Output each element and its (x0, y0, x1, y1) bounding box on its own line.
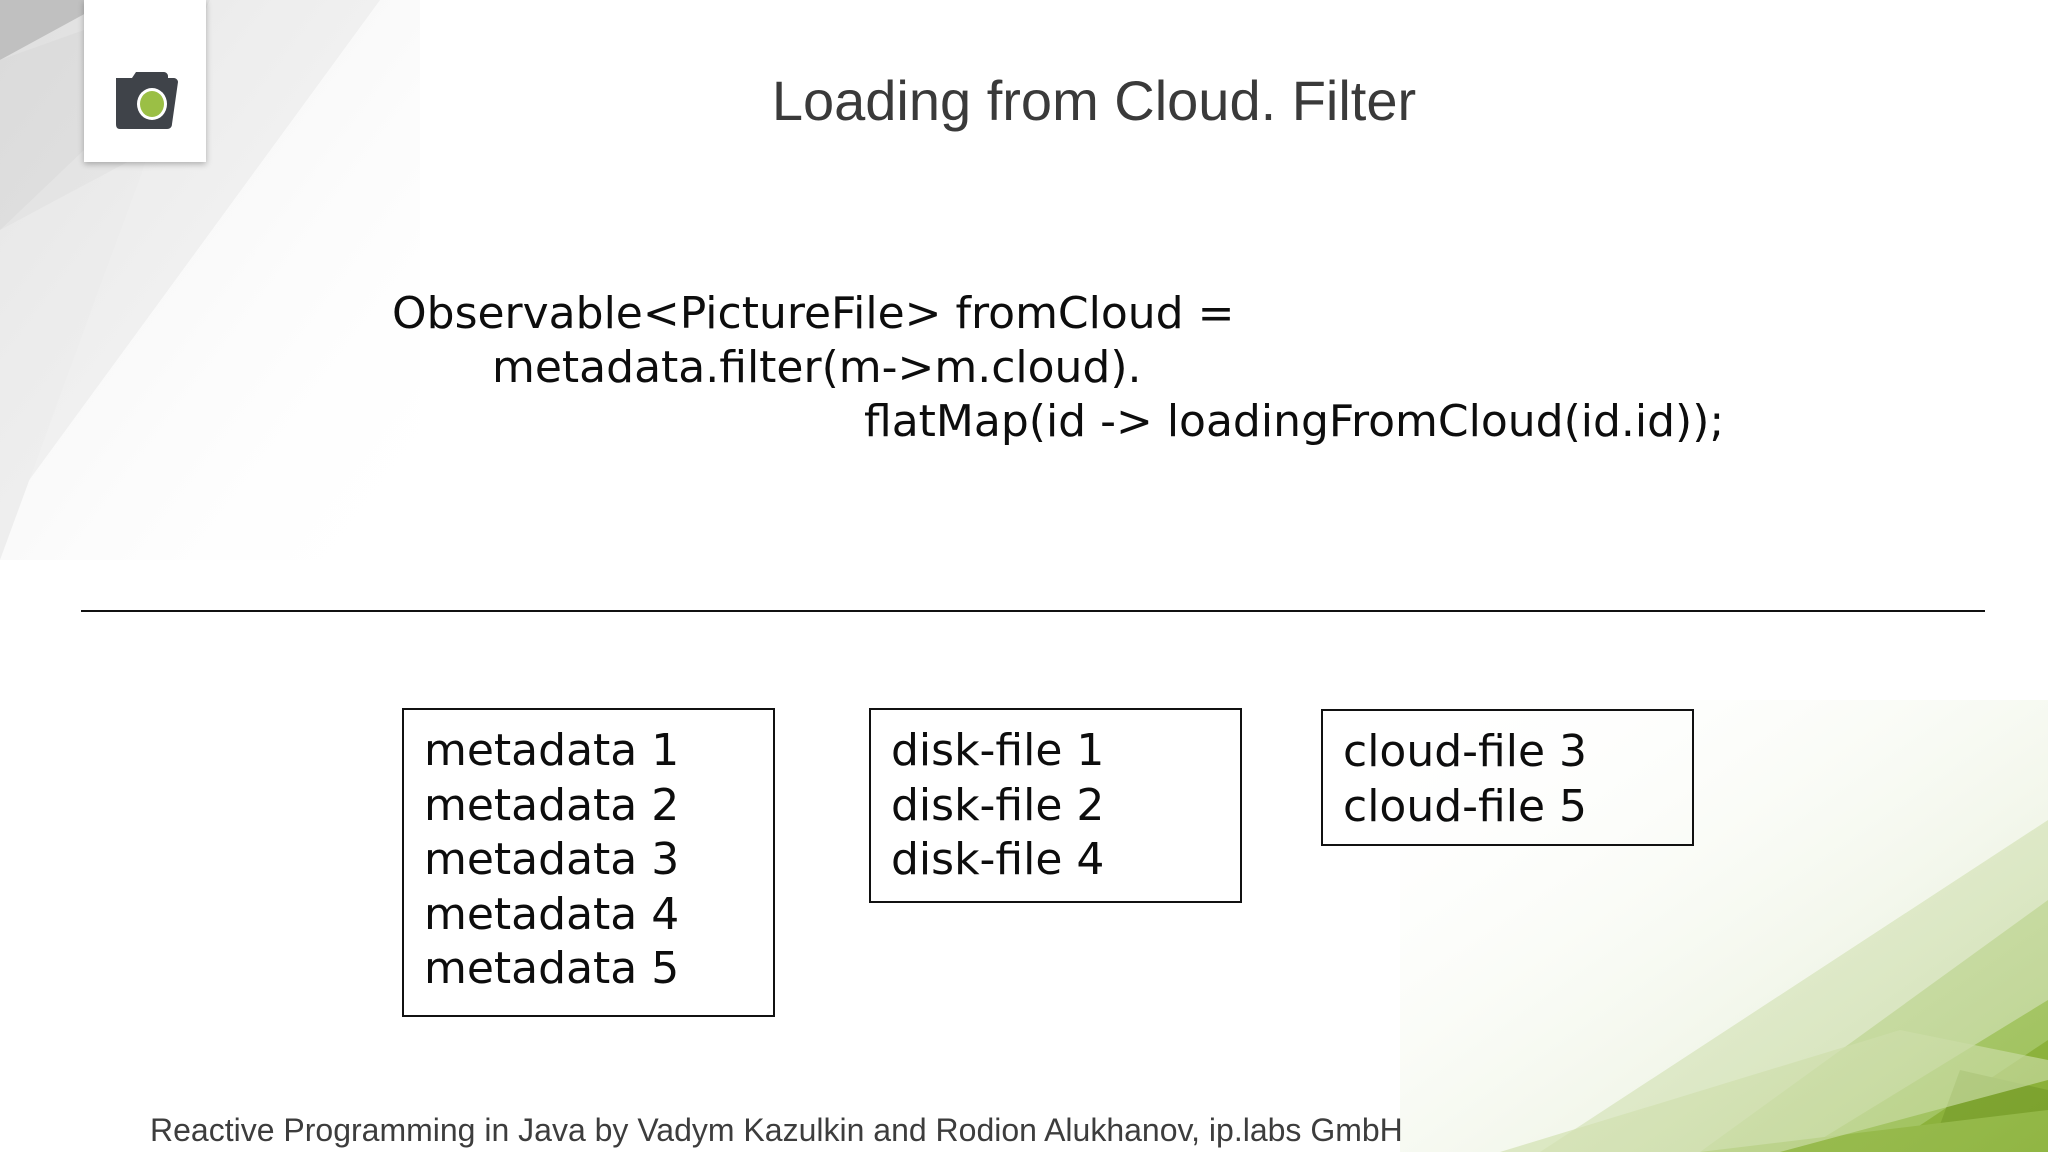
metadata-item: metadata 3 (424, 834, 680, 885)
code-line: metadata.filter(m->m.cloud). (492, 342, 1142, 393)
metadata-box: metadata 1 metadata 2 metadata 3 metadat… (402, 708, 775, 1017)
metadata-item: metadata 1 (424, 725, 680, 776)
cloud-file-item: cloud-file 5 (1343, 780, 1588, 832)
code-line: Observable<PictureFile> fromCloud = (392, 288, 1235, 339)
slide-footer: Reactive Programming in Java by Vadym Ka… (150, 1112, 1403, 1148)
divider-line (81, 610, 1985, 612)
logo-card (84, 0, 206, 162)
metadata-item: metadata 5 (424, 943, 680, 994)
slide-title: Loading from Cloud. Filter (771, 69, 1417, 132)
cloud-file-item: cloud-file 3 (1343, 726, 1588, 777)
metadata-item: metadata 2 (424, 779, 680, 831)
cloud-file-box: cloud-file 3 cloud-file 5 (1321, 709, 1694, 846)
disk-file-box: disk-file 1 disk-file 2 disk-file 4 (869, 708, 1242, 903)
disk-file-item: disk-file 1 (891, 725, 1105, 776)
disk-file-item: disk-file 2 (891, 779, 1105, 831)
metadata-item: metadata 4 (424, 888, 680, 940)
code-line: flatMap(id -> loadingFromCloud(id.id)); (864, 396, 1725, 447)
camera-folder-icon (116, 72, 178, 129)
disk-file-item: disk-file 4 (891, 834, 1105, 885)
